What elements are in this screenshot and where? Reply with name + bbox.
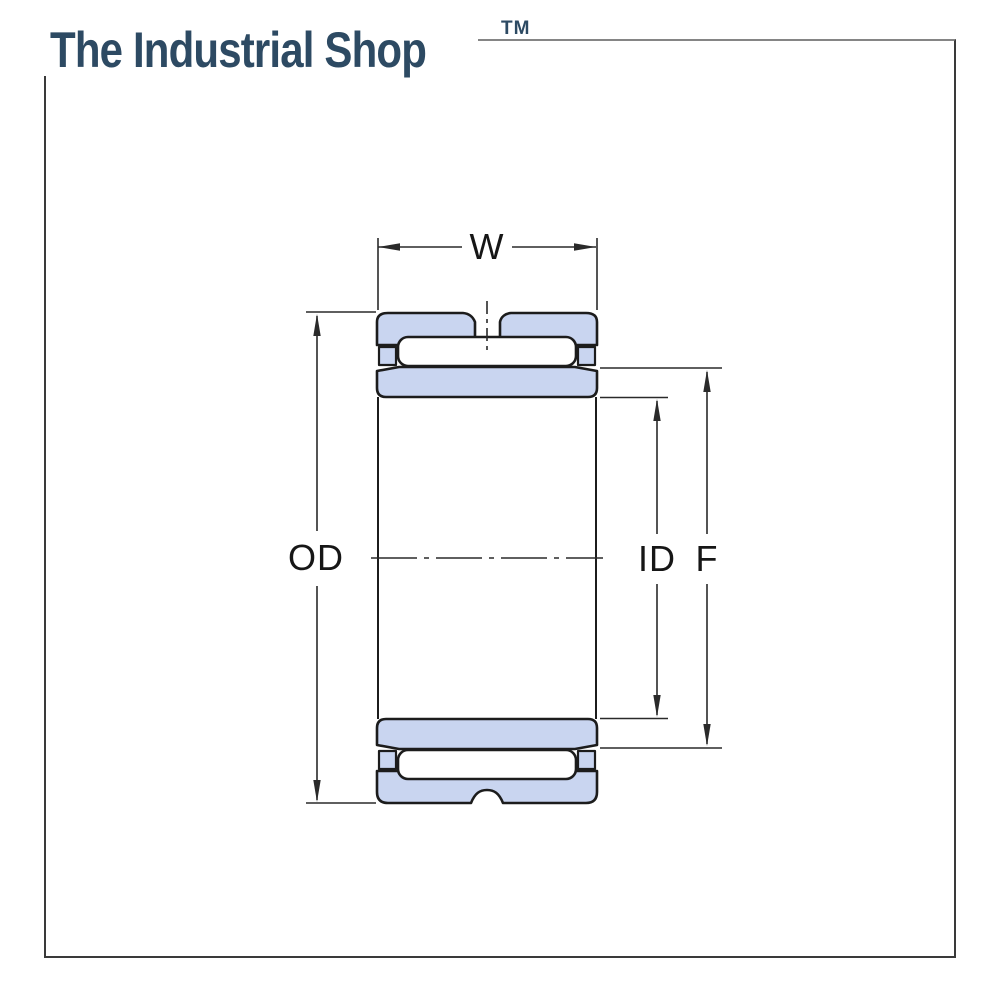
w-arrow-right: [574, 243, 596, 251]
brand-logo: The Industrial Shop: [50, 22, 427, 78]
od-label: OD: [288, 537, 344, 578]
id-dimension: ID: [600, 396, 676, 720]
image-border-frame: [44, 39, 956, 958]
f-label: F: [696, 538, 719, 579]
w-label: W: [470, 226, 505, 267]
roller-bottom: [396, 748, 578, 781]
f-arrow-top: [703, 370, 711, 392]
od-dimension: OD: [288, 311, 376, 804]
od-arrow-bottom: [313, 780, 321, 802]
w-arrow-left: [378, 243, 400, 251]
inner-ring-bottom: [375, 717, 599, 751]
bearing-cross-section: [375, 311, 599, 805]
lip-bottom-left: [377, 749, 398, 771]
center-lines: [371, 301, 603, 559]
trademark-symbol: TM: [501, 18, 531, 39]
id-arrow-top: [653, 399, 661, 421]
roller-top: [396, 335, 578, 368]
id-arrow-bottom: [653, 695, 661, 717]
f-arrow-bottom: [703, 724, 711, 746]
w-dimension: W: [377, 226, 598, 310]
od-arrow-top: [313, 314, 321, 336]
id-label: ID: [638, 538, 676, 579]
lip-top-right: [576, 345, 597, 367]
lip-top-left: [377, 345, 398, 367]
logo-area: The Industrial Shop: [0, 0, 478, 76]
inner-ring-top: [375, 365, 599, 399]
lip-bottom-right: [576, 749, 597, 771]
f-dimension: F: [600, 367, 722, 749]
